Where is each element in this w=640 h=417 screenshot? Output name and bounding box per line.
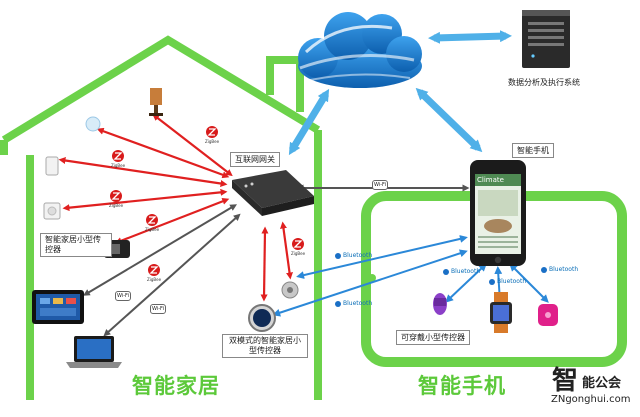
watermark-url: ZNgonghui.com xyxy=(551,394,631,405)
wifi-badge: Wi-Fi xyxy=(150,304,166,314)
data-system-label: 数据分析及执行系统 xyxy=(508,78,580,87)
bluetooth-badge: Bluetooth xyxy=(343,300,373,307)
bluetooth-badge: Bluetooth xyxy=(549,266,579,273)
wifi-badge: Wi-Fi xyxy=(115,291,131,301)
wifi-badge: Wi-Fi xyxy=(372,180,388,190)
thermostat-icon xyxy=(248,304,276,332)
lamp-icon xyxy=(149,88,163,116)
bluetooth-arrows xyxy=(272,235,549,317)
smoke-detector-icon xyxy=(45,156,59,176)
tablet-icon xyxy=(32,290,84,324)
bluetooth-badge: Bluetooth xyxy=(343,252,373,259)
smartphone-icon xyxy=(470,160,526,266)
watermark-logo-name: 能公会 xyxy=(582,376,622,391)
cloud-icon xyxy=(298,12,422,88)
smartphone-label: 智能手机 xyxy=(512,143,554,158)
phone-screen-title: Climate xyxy=(477,176,504,184)
dual-mode-sensor-label: 双模式的智能家居小型传控器 xyxy=(222,334,308,358)
laptop-icon xyxy=(66,336,122,368)
bluetooth-badge: Bluetooth xyxy=(497,278,527,285)
door-lock-icon xyxy=(281,281,299,299)
zigbee-badge-label: ZigBee xyxy=(290,251,306,256)
watermark-logo-char: 智 xyxy=(552,366,579,396)
fitness-clip-icon xyxy=(538,304,558,326)
house-outline xyxy=(0,35,322,400)
home-sensor-label: 智能家居小型传控器 xyxy=(40,233,112,257)
light-bulb-icon xyxy=(85,116,101,132)
bluetooth-badges xyxy=(335,253,547,307)
motion-sensor-icon xyxy=(43,202,61,220)
server-icon xyxy=(522,10,570,68)
zigbee-badge-label: ZigBee xyxy=(108,203,124,208)
cloud-gateway-arrow xyxy=(288,88,330,156)
zigbee-badge-label: ZigBee xyxy=(146,277,162,282)
fitness-band-icon xyxy=(433,293,447,315)
zigbee-badge-label: ZigBee xyxy=(110,163,126,168)
cloud-server-arrow xyxy=(428,30,512,44)
gateway-router-icon xyxy=(232,170,314,216)
smartwatch-icon xyxy=(490,292,512,333)
internet-gateway-label: 互联网网关 xyxy=(230,152,280,167)
zigbee-badge-label: ZigBee xyxy=(204,139,220,144)
bluetooth-badge: Bluetooth xyxy=(451,268,481,275)
wearable-sensor-label: 可穿戴小型传控器 xyxy=(396,330,470,345)
cloud-phone-arrow xyxy=(415,87,483,153)
smart-phone-title: 智能手机 xyxy=(418,374,506,398)
zigbee-badge-label: ZigBee xyxy=(144,227,160,232)
smart-home-title: 智能家居 xyxy=(132,374,220,398)
